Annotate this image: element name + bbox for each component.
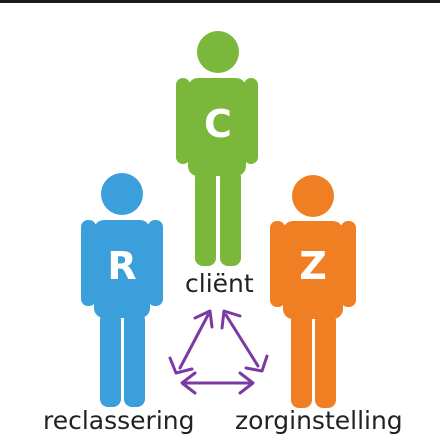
arrowhead-bottom-left	[180, 371, 197, 395]
arrowhead-bottom-right	[238, 371, 255, 395]
zorginstelling-right-leg	[315, 313, 336, 408]
client-left-leg	[195, 170, 216, 266]
person-figure-zorginstelling: Z	[270, 175, 356, 408]
reclassering-right-leg	[124, 312, 145, 407]
zorginstelling-left-leg	[291, 313, 312, 408]
person-figure-reclassering: R	[81, 173, 163, 407]
zorginstelling-right-arm	[341, 221, 356, 307]
reclassering-right-arm	[148, 220, 163, 306]
client-left-arm	[176, 78, 190, 164]
label-reclassering: reclassering	[43, 406, 195, 435]
reclassering-head	[101, 173, 143, 215]
zorginstelling-torso	[283, 221, 343, 319]
arrow-reclassering-client	[178, 313, 210, 370]
client-right-leg	[220, 170, 241, 266]
label-zorginstelling: zorginstelling	[235, 406, 403, 435]
arrowhead-right-top	[220, 309, 242, 330]
zorginstelling-left-arm	[270, 221, 285, 307]
reclassering-left-arm	[81, 220, 96, 306]
client-right-arm	[244, 78, 258, 164]
arrowhead-left-bottom	[168, 356, 194, 375]
person-figure-client: C	[176, 31, 258, 266]
label-client: cliënt	[185, 269, 254, 298]
reclassering-torso	[94, 220, 150, 318]
arrow-client-zorginstelling	[224, 313, 260, 368]
relationship-arrows	[168, 309, 269, 395]
zorginstelling-head	[292, 175, 334, 217]
client-head	[197, 31, 239, 73]
reclassering-left-leg	[100, 312, 121, 407]
client-letter: C	[204, 102, 232, 146]
arrowhead-left-top	[193, 309, 214, 329]
reclassering-letter: R	[107, 244, 136, 288]
top-border-line	[0, 0, 440, 3]
arrowhead-right-bottom	[244, 354, 269, 373]
zorginstelling-letter: Z	[299, 244, 327, 288]
client-torso	[188, 78, 246, 176]
